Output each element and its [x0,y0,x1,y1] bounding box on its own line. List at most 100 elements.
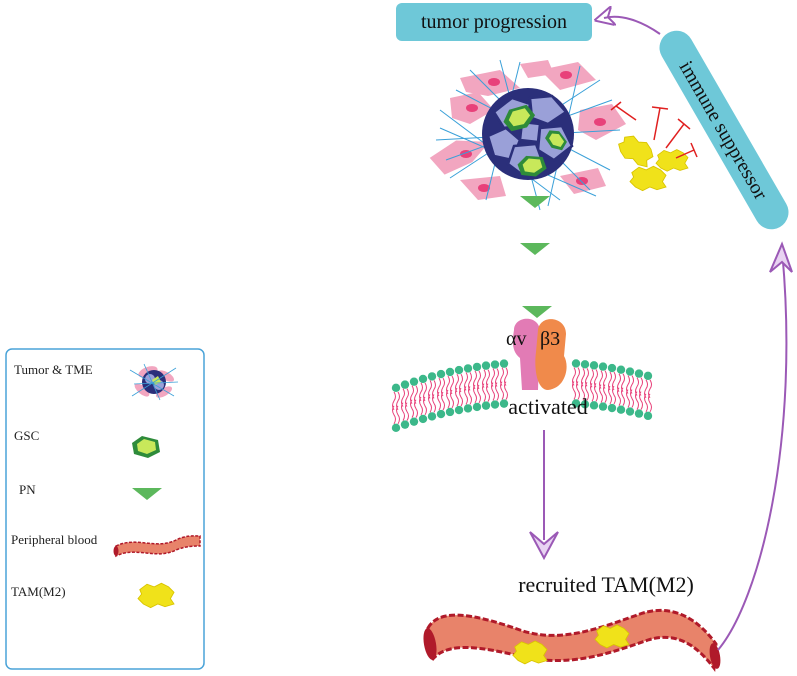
legend-label-tumor-tme: Tumor & TME [14,362,93,377]
lipid-tail [392,391,400,425]
lipid-head [445,367,455,377]
lipid-tail [590,369,598,402]
lipid-head [454,405,464,415]
lipid-head [589,401,599,410]
lipid-head [481,361,491,370]
lipid-head [571,359,581,368]
lipid-head [436,369,446,379]
legend-label-gsc: GSC [14,428,39,443]
lipid-head [400,420,410,429]
lipid-head [571,399,581,408]
integrin-beta-label: β3 [540,328,560,350]
tumor-tme-icon [129,363,179,401]
legend-label-peripheral-blood: Peripheral blood [11,532,98,547]
legend-box: Tumor & TME GSC PN Peripheral blood [5,348,205,670]
blood-tam-2 [594,624,630,649]
lipid-head [643,411,653,421]
tumor-microenvironment [429,59,698,211]
pn-triangle-2 [520,243,550,255]
lipid-head [400,380,410,389]
lipid-head [427,412,437,421]
lipid-head [607,403,617,413]
blood-tam-1 [512,640,548,665]
lipid-head [490,400,500,409]
lipid-tail [572,367,580,400]
lipid-tail [419,382,427,416]
legend-label-pn: PN [19,482,36,497]
lipid-tail [581,368,589,401]
lipid-tail [410,385,418,418]
lipid-tail [491,368,499,401]
lipid-head [580,360,590,369]
lipid-tail [428,380,436,413]
tam-icon [137,582,175,609]
lipid-tail [437,377,445,411]
lipid-head [391,383,401,393]
lipid-head [418,414,428,424]
lipid-tail [644,379,652,413]
lipid-head [598,362,608,371]
lipid-head [616,405,626,414]
lipid-head [454,365,464,375]
blood-vessel-icon [113,535,201,558]
lipid-tail [464,372,472,405]
integrin-receptor: αv β3 [506,318,567,390]
lipid-tail [482,369,490,402]
arrow-blood-to-immune-head [769,241,793,273]
legend-label-tam: TAM(M2) [11,584,66,599]
lipid-tail [401,388,409,421]
peripheral-blood-vessel [423,608,721,672]
pn-triangle-1 [520,196,550,208]
lipid-head [580,400,590,409]
lipid-head [463,404,473,413]
lipid-tail [455,373,463,407]
lipid-head [436,409,446,419]
lipid-tail [608,371,616,405]
lipid-head [445,407,455,417]
lipid-head [643,371,653,381]
lipid-tail [617,373,625,406]
pn-triangle-3 [522,306,552,318]
lipid-head [472,362,482,372]
lipid-head [616,365,626,374]
lipid-head [427,372,437,381]
lipid-head [598,402,608,411]
tumor-progression-box: tumor progression [396,3,592,41]
lipid-head [409,417,419,426]
lipid-head [499,399,509,408]
integrin-beta3-subunit [535,319,567,390]
lipid-tail [635,377,643,410]
lipid-head [625,407,635,416]
integrin-alpha-label: αv [506,328,526,350]
pn-triangle-icon [132,488,162,500]
lipid-tail [500,367,508,400]
immune-suppressor-label: immune suppressor [675,57,772,203]
lipid-tail [473,370,481,404]
cell-membrane [391,359,653,433]
lipid-head [409,377,419,386]
lipid-head [490,360,500,369]
lipid-head [481,401,491,410]
activation-arrow [529,430,559,561]
arrow-to-tumor-progression [604,17,661,35]
lipid-head [634,409,644,418]
lipid-tail [626,375,634,408]
immune-suppressor-pill: immune suppressor [659,30,789,230]
lipid-head [634,369,644,378]
lipid-tail [599,370,607,403]
lipid-head [625,367,635,376]
lipid-head [607,363,617,373]
arrow-blood-to-immune [717,249,788,651]
integrin-alpha-v-subunit [512,318,540,390]
lipid-head [463,364,473,373]
lipid-head [418,374,428,384]
lipid-head [472,402,482,412]
recruited-tam-label: recruited TAM(M2) [518,572,694,597]
tumor-progression-label: tumor progression [421,11,567,33]
lipid-head [589,361,599,370]
lipid-tail [446,375,454,409]
lipid-head [499,359,509,368]
lipid-head [391,423,401,433]
activated-label: activated [508,394,587,419]
